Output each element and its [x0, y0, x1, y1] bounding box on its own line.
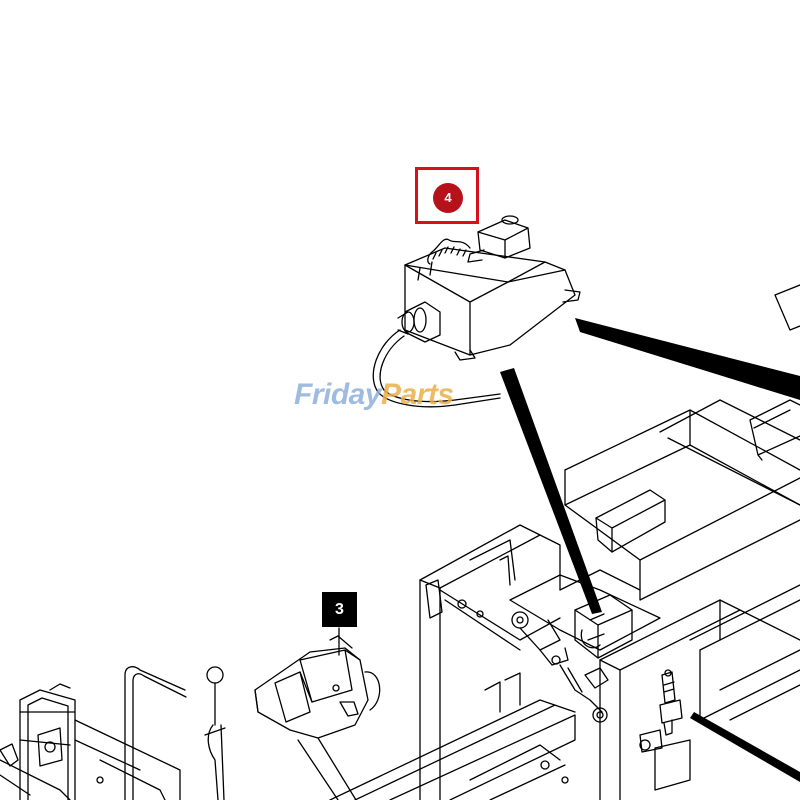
part-4-ignition-box — [372, 215, 581, 408]
watermark-part1: Friday — [294, 378, 382, 411]
part-3-bracket — [254, 635, 381, 800]
watermark-part2: Parts — [381, 378, 454, 411]
machine-frame — [329, 284, 800, 800]
leader-line-right — [575, 318, 800, 400]
left-frame — [0, 666, 226, 800]
leader-lines — [500, 318, 800, 782]
callout-3: 3 — [322, 592, 357, 627]
watermark-logo: FridayParts — [294, 378, 454, 412]
callout-4: 4 — [415, 167, 479, 224]
callout-3-label: 3 — [335, 601, 344, 618]
callout-4-label: 4 — [433, 183, 463, 213]
leader-line-bottom-right — [690, 712, 800, 782]
leader-line-center — [500, 368, 602, 614]
